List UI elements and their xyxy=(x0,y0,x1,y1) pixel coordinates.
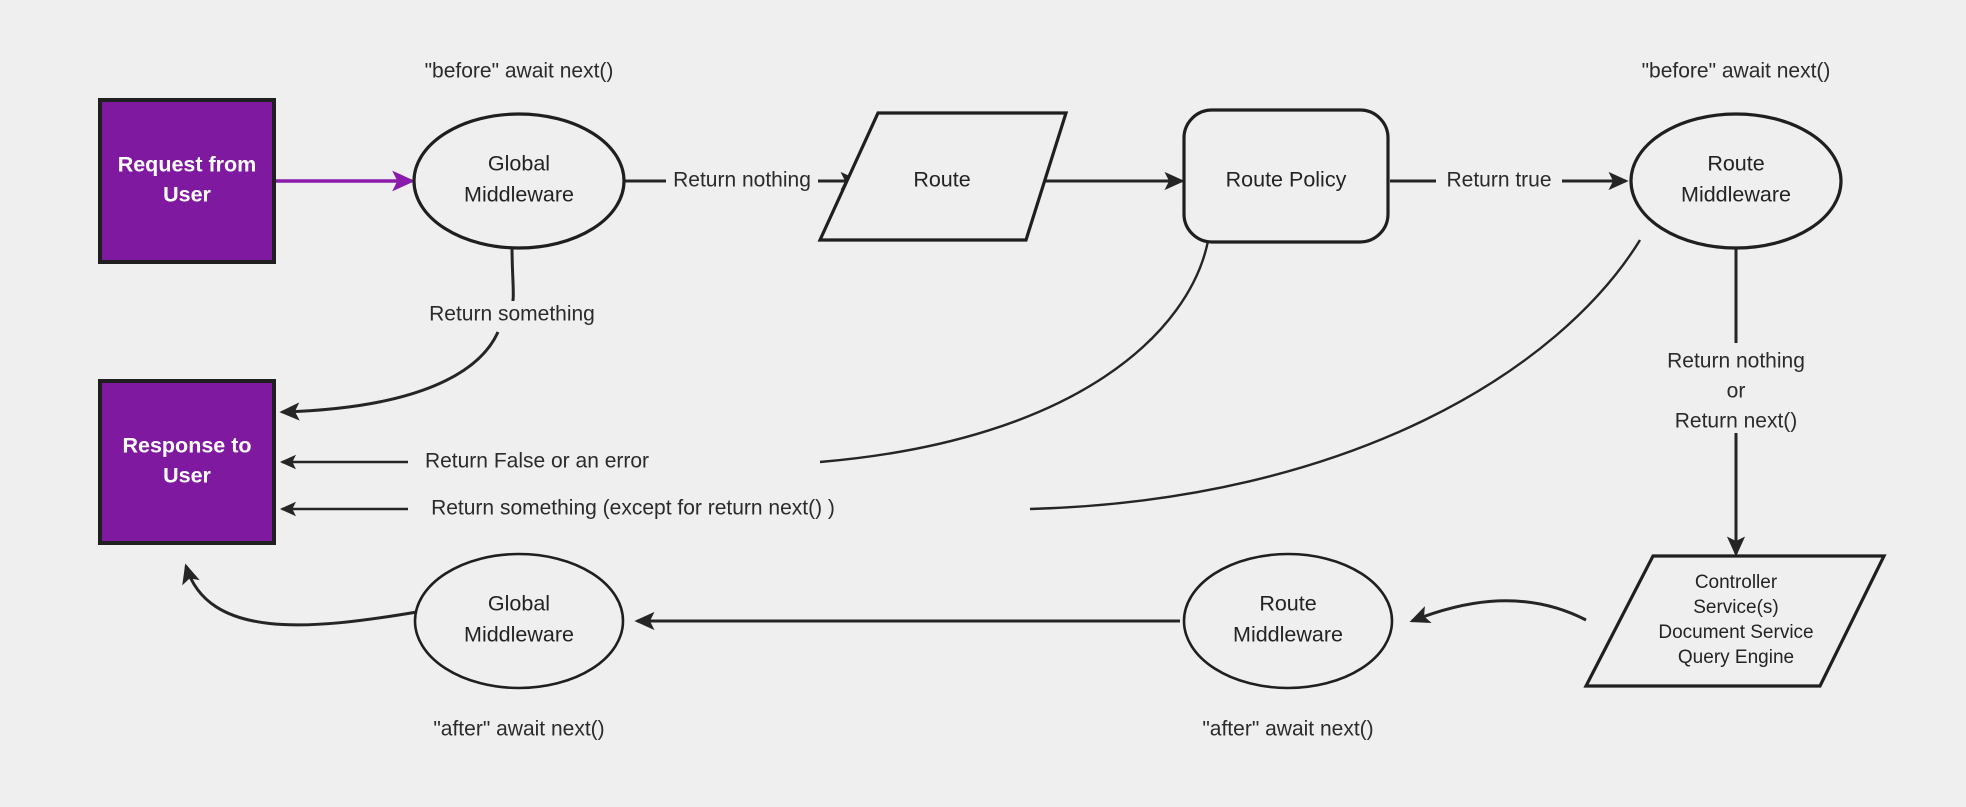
node-controller-services[interactable]: Controller Service(s) Document Service Q… xyxy=(1583,554,1887,688)
request-from-user-label-line1: Request from xyxy=(118,153,257,177)
global-middleware-bottom-label-line1: Global xyxy=(488,592,550,616)
edge-label-return-true: Return true xyxy=(1446,169,1551,192)
edge-label-return-something-except-next: Return something (except for return next… xyxy=(431,497,835,520)
controller-label-line4: Query Engine xyxy=(1678,647,1794,668)
return-something-except-label-bg xyxy=(408,495,858,523)
return-false-label-bg xyxy=(408,448,666,476)
node-route[interactable]: Route xyxy=(817,111,1069,242)
route-policy-box[interactable] xyxy=(1182,108,1390,244)
global-middleware-bottom-ellipse[interactable] xyxy=(413,552,625,690)
annotation-after-await-next-route: "after" await next() xyxy=(1202,718,1373,741)
global-middleware-bottom-label-line2: Middleware xyxy=(464,623,574,647)
return-true-label-bg xyxy=(1436,167,1562,195)
node-route-middleware-bottom[interactable]: Route Middleware xyxy=(1182,552,1394,690)
global-middleware-top-label-line1: Global xyxy=(488,152,550,176)
annotation-before-await-next-global: "before" await next() xyxy=(425,60,614,83)
request-from-user-label-line2: User xyxy=(163,183,211,207)
edge-route-middleware-return-something-right xyxy=(1029,239,1642,511)
edge-global-middleware-bottom-to-response xyxy=(182,563,418,627)
controller-label-line1: Controller xyxy=(1695,572,1778,593)
node-global-middleware-bottom[interactable]: Global Middleware xyxy=(413,552,625,690)
edge-label-return-nothing: Return nothing xyxy=(673,169,811,192)
route-middleware-top-ellipse[interactable] xyxy=(1629,112,1843,250)
edge-label-return-nothing-or-next-line3: Return next() xyxy=(1675,410,1798,433)
controller-label-line2: Service(s) xyxy=(1693,597,1779,618)
edge-label-return-nothing-or-next-line1: Return nothing xyxy=(1667,350,1805,373)
edge-label-return-nothing-or-next-line2: or xyxy=(1727,380,1746,403)
return-nothing-label-bg xyxy=(666,167,818,195)
node-request-from-user[interactable]: Request from User xyxy=(98,98,276,264)
annotation-before-await-next-route: "before" await next() xyxy=(1642,60,1831,83)
route-middleware-bottom-label-line2: Middleware xyxy=(1233,623,1343,647)
annotation-after-await-next-global: "after" await next() xyxy=(433,718,604,741)
route-policy-label: Route Policy xyxy=(1226,168,1347,192)
return-nothing-or-next-label-bg xyxy=(1640,343,1832,433)
edge-route-policy-return-false-right xyxy=(819,240,1210,464)
edge-global-middleware-return-something-lower xyxy=(279,331,500,421)
request-from-user-box[interactable] xyxy=(98,98,276,264)
edge-label-return-false-or-error: Return False or an error xyxy=(425,450,649,473)
node-global-middleware-top[interactable]: Global Middleware xyxy=(412,112,626,250)
controller-parallelogram[interactable] xyxy=(1583,554,1887,688)
node-route-middleware-top[interactable]: Route Middleware xyxy=(1629,112,1843,250)
route-middleware-top-label-line2: Middleware xyxy=(1681,183,1791,207)
response-to-user-label-line2: User xyxy=(163,464,211,488)
response-to-user-box[interactable] xyxy=(98,379,276,545)
node-route-policy[interactable]: Route Policy xyxy=(1182,108,1390,244)
response-to-user-label-line1: Response to xyxy=(122,434,251,458)
return-something-label-bg xyxy=(408,301,616,329)
global-middleware-top-label-line2: Middleware xyxy=(464,183,574,207)
route-middleware-bottom-ellipse[interactable] xyxy=(1182,552,1394,690)
route-middleware-top-label-line1: Route xyxy=(1707,152,1764,176)
route-parallelogram[interactable] xyxy=(817,111,1069,242)
node-response-to-user[interactable]: Response to User xyxy=(98,379,276,545)
route-middleware-bottom-label-line1: Route xyxy=(1259,592,1316,616)
controller-label-line3: Document Service xyxy=(1658,622,1813,643)
edge-controller-to-route-middleware-bottom xyxy=(1409,599,1587,624)
route-label: Route xyxy=(913,168,970,192)
global-middleware-top-ellipse[interactable] xyxy=(412,112,626,250)
edge-label-return-something-global: Return something xyxy=(429,303,595,326)
